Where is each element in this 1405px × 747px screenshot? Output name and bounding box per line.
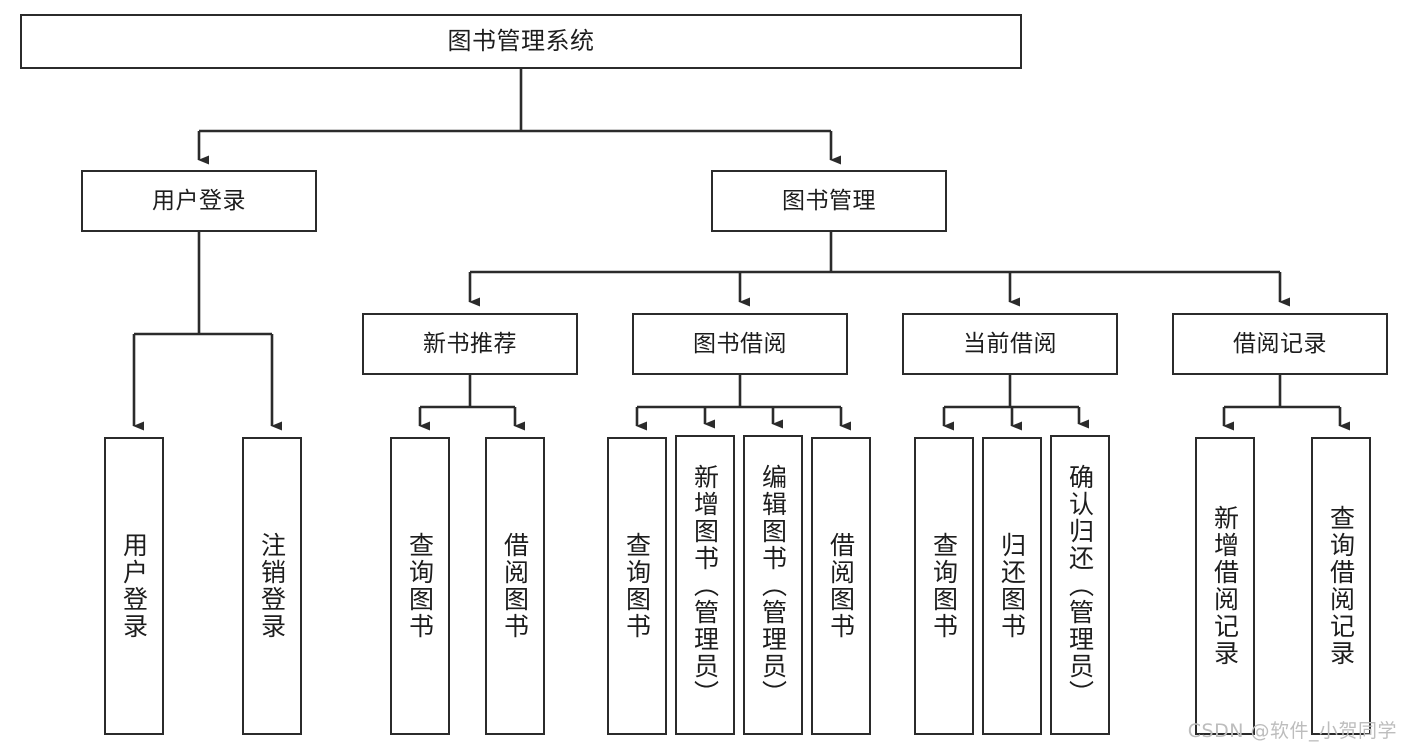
leaf-query-borrow-record[interactable]: 查询借阅记录 <box>1311 437 1371 735</box>
leaf-add-borrow-record[interactable]: 新增借阅记录 <box>1195 437 1255 735</box>
node-label: 借阅记录 <box>1233 330 1327 357</box>
node-label: 借阅图书 <box>500 532 530 640</box>
node-label: 图书借阅 <box>693 330 787 357</box>
node-label: 用户登录 <box>152 187 246 214</box>
node-current-borrow[interactable]: 当前借阅 <box>902 313 1118 375</box>
leaf-edit-book-admin[interactable]: 编辑图书（管理员） <box>743 435 803 735</box>
node-label: 图书管理系统 <box>447 26 595 55</box>
node-label: 借阅图书 <box>826 532 856 640</box>
leaf-query-book-recommend[interactable]: 查询图书 <box>390 437 450 735</box>
leaf-borrow-book[interactable]: 借阅图书 <box>811 437 871 735</box>
node-label: 确认归还（管理员） <box>1065 463 1095 707</box>
node-label: 查询借阅记录 <box>1326 505 1356 667</box>
node-label: 查询图书 <box>622 532 652 640</box>
leaf-logout[interactable]: 注销登录 <box>242 437 302 735</box>
node-label: 编辑图书（管理员） <box>758 463 788 707</box>
leaf-borrow-book-recommend[interactable]: 借阅图书 <box>485 437 545 735</box>
node-label: 查询图书 <box>405 532 435 640</box>
node-label: 查询图书 <box>929 532 959 640</box>
node-borrow-record[interactable]: 借阅记录 <box>1172 313 1388 375</box>
leaf-query-book-borrow[interactable]: 查询图书 <box>607 437 667 735</box>
leaf-user-login[interactable]: 用户登录 <box>104 437 164 735</box>
leaf-add-book-admin[interactable]: 新增图书（管理员） <box>675 435 735 735</box>
node-label: 用户登录 <box>119 532 149 640</box>
node-new-book-recommend[interactable]: 新书推荐 <box>362 313 578 375</box>
node-book-borrow[interactable]: 图书借阅 <box>632 313 848 375</box>
leaf-return-book[interactable]: 归还图书 <box>982 437 1042 735</box>
leaf-query-book-current[interactable]: 查询图书 <box>914 437 974 735</box>
node-user-login[interactable]: 用户登录 <box>81 170 317 232</box>
node-label: 图书管理 <box>782 187 876 214</box>
node-label: 新书推荐 <box>423 330 517 357</box>
node-book-management[interactable]: 图书管理 <box>711 170 947 232</box>
node-label: 新增图书（管理员） <box>690 463 720 707</box>
csdn-watermark: CSDN @软件_小贺同学 <box>1187 720 1397 742</box>
node-label: 归还图书 <box>997 532 1027 640</box>
node-root-book-management-system[interactable]: 图书管理系统 <box>20 14 1022 69</box>
leaf-confirm-return-admin[interactable]: 确认归还（管理员） <box>1050 435 1110 735</box>
node-label: 当前借阅 <box>963 330 1057 357</box>
node-label: 新增借阅记录 <box>1210 505 1240 667</box>
node-label: 注销登录 <box>257 532 287 640</box>
